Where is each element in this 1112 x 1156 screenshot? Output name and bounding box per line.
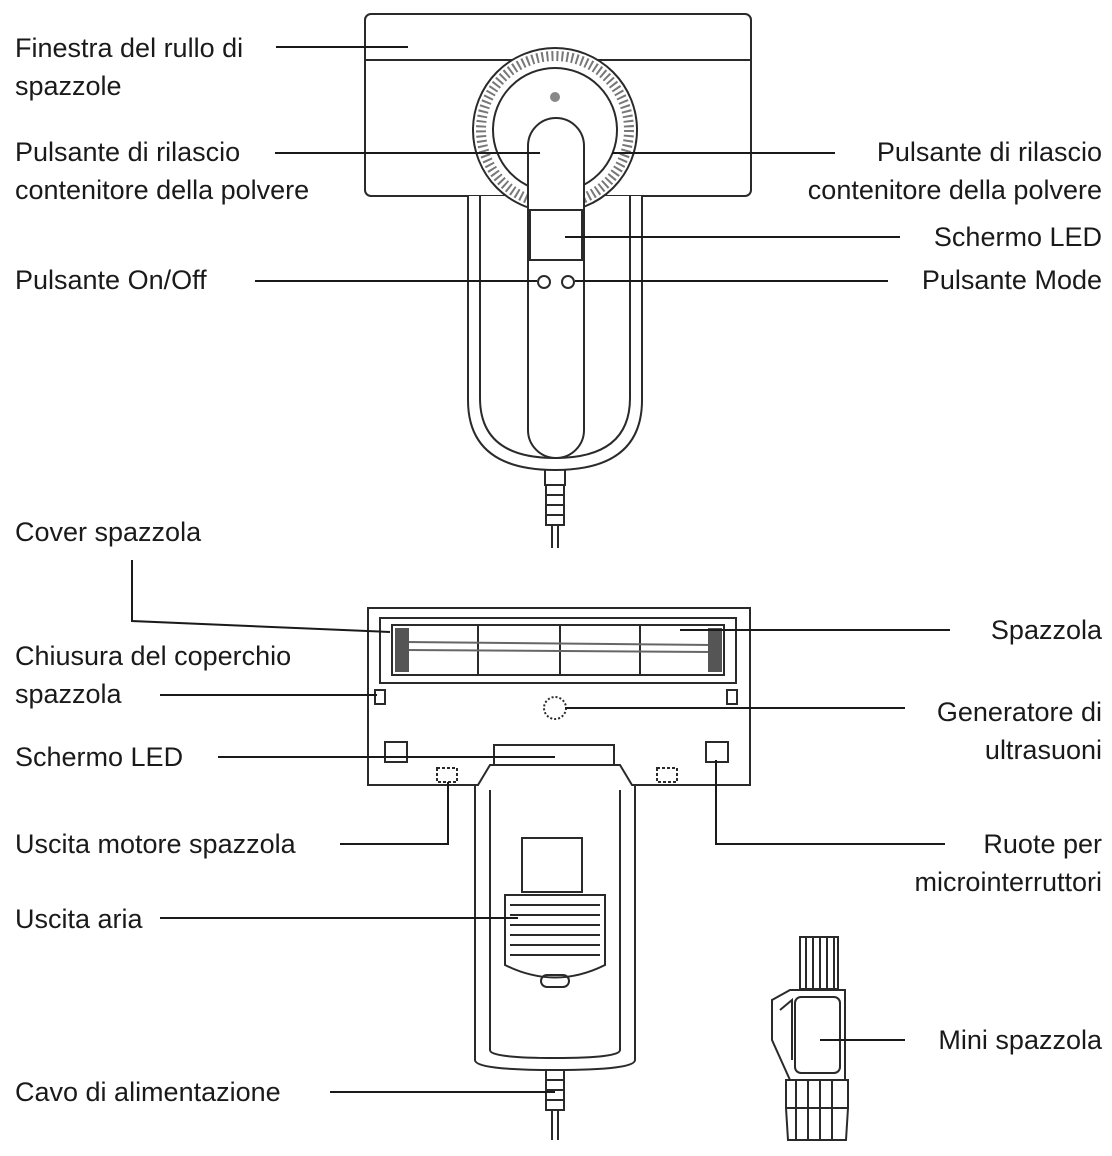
label-line: contenitore della polvere <box>15 175 310 205</box>
top-view-device <box>364 13 752 548</box>
label-line: ultrasuoni <box>984 735 1102 765</box>
label-mini-brush: Mini spazzola <box>938 1025 1102 1055</box>
label-line: spazzola <box>15 679 122 709</box>
label-top-led-screen: Schermo LED <box>933 222 1102 252</box>
label-line: Chiusura del coperchio <box>15 641 292 671</box>
mini-brush-drawing <box>771 936 849 1141</box>
label-line: Finestra del rullo di <box>15 33 244 63</box>
bottom-view-device <box>367 607 751 1140</box>
label-brush-motor-outlet: Uscita motore spazzola <box>15 829 296 859</box>
label-line: Pulsante di rilascio <box>15 137 241 167</box>
label-brush-roll-window: Finestra del rullo di spazzole <box>15 29 243 105</box>
label-line: Ruote per <box>983 829 1102 859</box>
label-line: microinterruttori <box>914 867 1102 897</box>
label-brush-cover: Cover spazzola <box>15 517 202 547</box>
label-air-outlet: Uscita aria <box>15 904 143 934</box>
label-dust-release-left: Pulsante di rilascio contenitore della p… <box>15 133 309 209</box>
label-line: Generatore di <box>936 697 1102 727</box>
label-brush-lid-lock: Chiusura del coperchio spazzola <box>15 637 291 713</box>
label-bottom-led-screen: Schermo LED <box>15 742 184 772</box>
bottom-leader-lines <box>131 560 950 1093</box>
label-line: contenitore della polvere <box>807 175 1102 205</box>
label-on-off-button: Pulsante On/Off <box>15 265 207 295</box>
label-brush: Spazzola <box>990 615 1102 645</box>
label-mode-button: Pulsante Mode <box>921 265 1102 295</box>
label-line: Pulsante di rilascio <box>876 137 1102 167</box>
label-microswitch-wheels: Ruote per microinterruttori <box>914 825 1102 901</box>
top-leader-lines <box>255 46 900 282</box>
label-power-cable: Cavo di alimentazione <box>15 1077 281 1107</box>
label-ultrasound-generator: Generatore di ultrasuoni <box>937 693 1102 769</box>
label-line: spazzole <box>15 71 122 101</box>
label-dust-release-right: Pulsante di rilascio contenitore della p… <box>808 133 1102 209</box>
